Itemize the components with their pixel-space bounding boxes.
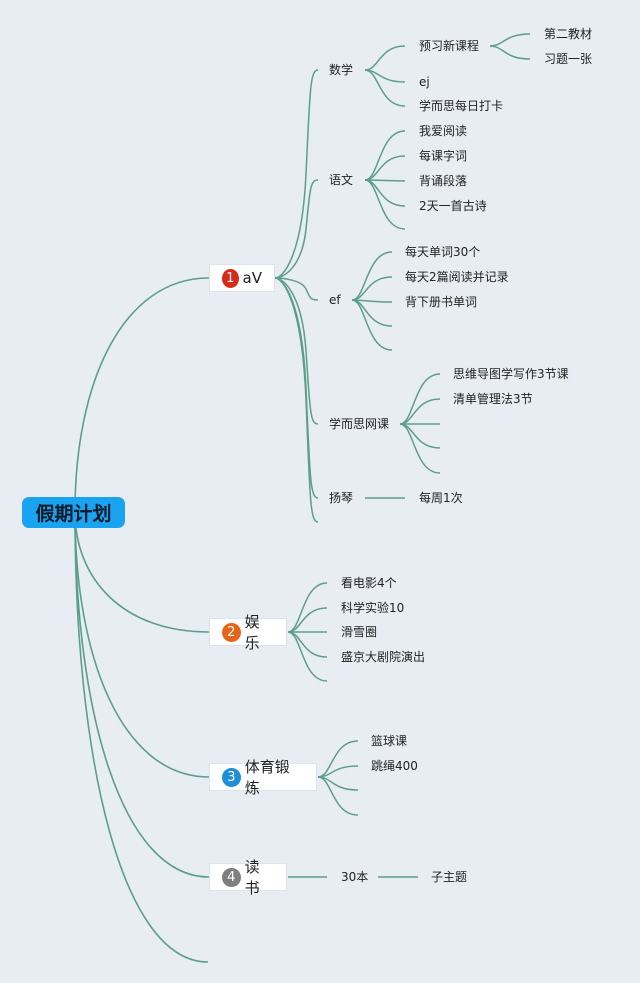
subtopic[interactable]: 2天一首古诗 <box>419 199 487 213</box>
connector <box>274 277 319 425</box>
connector <box>74 277 210 513</box>
connector <box>287 631 328 682</box>
connector <box>364 45 406 71</box>
root-topic-label: 假期计划 <box>35 503 112 525</box>
subtopic[interactable]: 每天2篇阅读并记录 <box>405 270 509 284</box>
connector <box>74 511 209 963</box>
main-topic-label: 体育锻炼 <box>244 758 290 797</box>
priority-1-icon: 1 <box>222 268 239 288</box>
main-topic-label: 娱乐 <box>244 613 260 652</box>
subtopic[interactable]: 子主题 <box>431 870 468 884</box>
subtopic[interactable]: 30本 <box>341 870 369 884</box>
subtopic[interactable]: 每天单词30个 <box>405 245 481 259</box>
subtopic[interactable]: 学而思每日打卡 <box>419 99 504 113</box>
connector <box>317 765 359 778</box>
connector <box>364 155 406 181</box>
subtopic[interactable]: 语文 <box>329 173 354 187</box>
main-topic-3[interactable]: 3 体育锻炼 <box>209 758 317 797</box>
connector <box>74 511 210 778</box>
subtopic[interactable]: 数学 <box>329 63 354 77</box>
connector <box>74 511 210 878</box>
connector <box>351 299 393 351</box>
subtopic[interactable]: 思维导图学写作3节课 <box>453 367 569 381</box>
subtopic[interactable]: 盛京大剧院演出 <box>341 650 426 664</box>
subtopic[interactable]: 每课字词 <box>419 149 468 163</box>
connector <box>364 69 406 107</box>
connector <box>364 179 406 182</box>
connector <box>274 277 319 523</box>
subtopic[interactable]: 背诵段落 <box>419 174 468 188</box>
subtopic[interactable]: 预习新课程 <box>419 39 480 53</box>
subtopic[interactable]: 第二教材 <box>544 27 593 41</box>
connector <box>364 179 406 230</box>
subtopic[interactable]: 看电影4个 <box>341 576 397 590</box>
root-topic[interactable]: 假期计划 <box>22 497 125 528</box>
priority-2-icon: 2 <box>222 622 241 642</box>
subtopic[interactable]: ef <box>329 293 341 307</box>
main-topic-label: aV <box>242 269 262 287</box>
subtopic[interactable]: 习题一张 <box>544 52 593 66</box>
connector <box>364 130 406 181</box>
subtopic[interactable]: 跳绳400 <box>371 759 418 773</box>
connector <box>274 179 319 279</box>
priority-3-icon: 3 <box>222 767 241 787</box>
subtopic[interactable]: 滑雪圈 <box>341 625 378 639</box>
connector <box>317 776 359 816</box>
connector <box>274 277 319 499</box>
subtopic[interactable]: 背下册书单词 <box>405 295 478 309</box>
connector <box>274 69 319 279</box>
subtopic[interactable]: 清单管理法3节 <box>453 392 533 406</box>
subtopic[interactable]: ej <box>419 75 430 89</box>
main-topic-1[interactable]: 1 aV <box>209 264 275 292</box>
subtopic[interactable]: 科学实验10 <box>341 601 405 615</box>
subtopic[interactable]: 我爱阅读 <box>419 124 468 138</box>
subtopic[interactable]: 每周1次 <box>419 491 463 505</box>
subtopic[interactable]: 扬琴 <box>329 491 354 505</box>
connector <box>74 511 210 633</box>
subtopic[interactable]: 学而思网课 <box>329 417 390 431</box>
subtopic[interactable]: 篮球课 <box>371 734 408 748</box>
connector <box>274 277 319 301</box>
priority-4-icon: 4 <box>222 867 241 887</box>
main-topic-label: 读书 <box>244 858 260 897</box>
main-topic-4[interactable]: 4 读书 <box>209 858 287 897</box>
connector <box>489 45 531 60</box>
connector <box>489 33 531 47</box>
main-topic-2[interactable]: 2 娱乐 <box>209 613 287 652</box>
connector <box>351 251 393 301</box>
connector <box>399 423 441 474</box>
connector <box>287 582 328 633</box>
connector <box>317 740 359 778</box>
